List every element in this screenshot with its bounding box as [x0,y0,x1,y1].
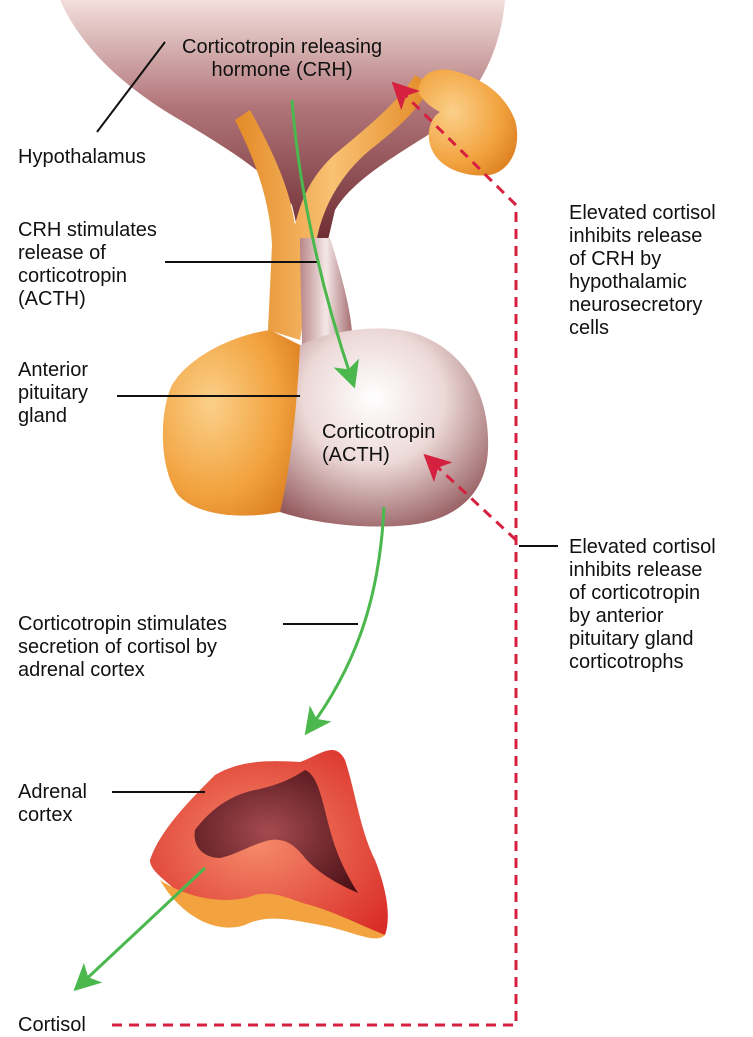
posterior-pituitary-lobe [163,330,300,516]
cortisol-label: Cortisol [18,1014,86,1037]
acth-label: Corticotropin (ACTH) [322,421,435,467]
inhibit-acth-label: Elevated cortisol inhibits release of co… [569,536,716,674]
crh-stimulates-label: CRH stimulates release of corticotropin … [18,219,157,311]
adrenal-to-cortisol-arrow [80,868,205,985]
crh-label: Corticotropin releasing hormone (CRH) [182,36,382,82]
inhibit-crh-label: Elevated cortisol inhibits release of CR… [569,202,716,340]
acth-stimulates-label: Corticotropin stimulates secretion of co… [18,613,227,682]
anterior-pituitary-label: Anterior pituitary gland [18,359,88,428]
acth-to-adrenal-arrow [310,507,384,728]
hypothalamus-label: Hypothalamus [18,146,146,169]
adrenal-gland [150,750,388,938]
adrenal-cortex-label: Adrenal cortex [18,781,87,827]
